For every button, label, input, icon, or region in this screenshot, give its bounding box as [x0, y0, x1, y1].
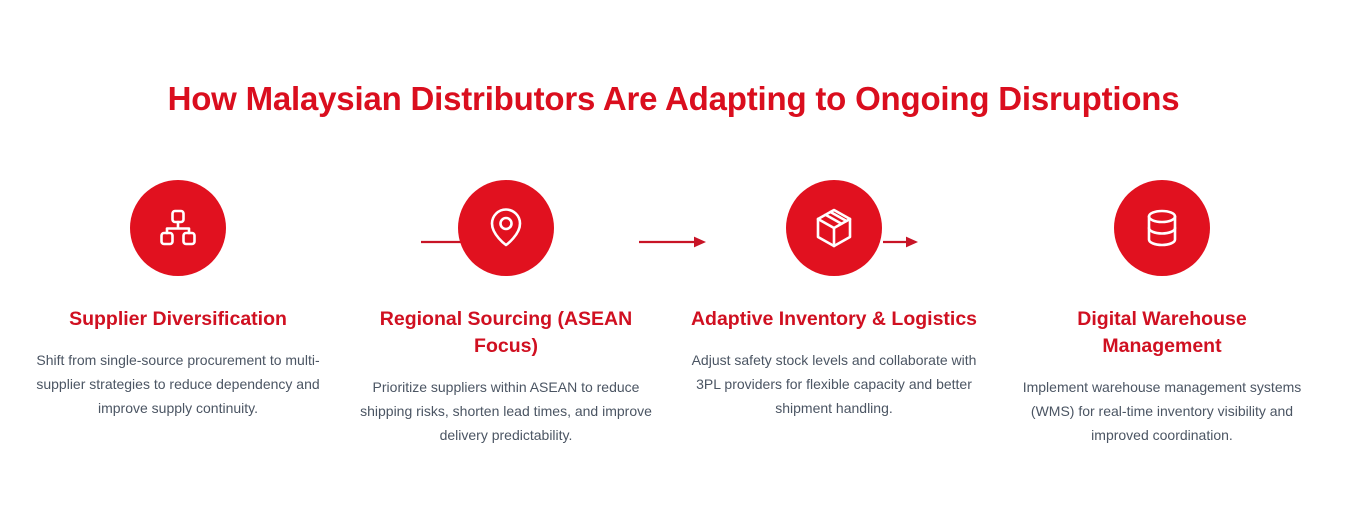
step-icon-circle: [130, 180, 226, 276]
step-heading: Supplier Diversification: [69, 308, 287, 330]
step-icon-circle: [786, 180, 882, 276]
step-description: Prioritize suppliers within ASEAN to red…: [360, 379, 652, 443]
flow-arrow-3: [883, 236, 918, 248]
steps-row: Supplier Diversification Shift from sing…: [28, 180, 1312, 447]
step-digital-warehouse: Digital Warehouse Management Implement w…: [1012, 180, 1312, 447]
step-description: Implement warehouse management systems (…: [1022, 379, 1302, 443]
step-heading: Adaptive Inventory & Logistics: [690, 308, 978, 330]
location-pin-icon: [490, 208, 522, 247]
org-chart-icon: [160, 209, 196, 246]
page-title: How Malaysian Distributors Are Adapting …: [167, 80, 1180, 117]
package-box-icon: [816, 208, 852, 248]
step-icon-circle: [1114, 180, 1210, 276]
step-regional-sourcing: Regional Sourcing (ASEAN Focus) Prioriti…: [356, 180, 656, 447]
flow-arrow-2: [639, 236, 706, 248]
step-heading: Digital Warehouse Management: [1077, 308, 1247, 357]
step-supplier-diversification: Supplier Diversification Shift from sing…: [28, 180, 328, 447]
step-heading: Regional Sourcing (ASEAN Focus): [379, 308, 633, 357]
database-icon: [1147, 209, 1177, 247]
step-description: Shift from single-source procurement to …: [36, 352, 320, 416]
step-adaptive-inventory: Adaptive Inventory & Logistics Adjust sa…: [684, 180, 984, 447]
step-description: Adjust safety stock levels and collabora…: [691, 352, 977, 416]
step-icon-circle: [458, 180, 554, 276]
